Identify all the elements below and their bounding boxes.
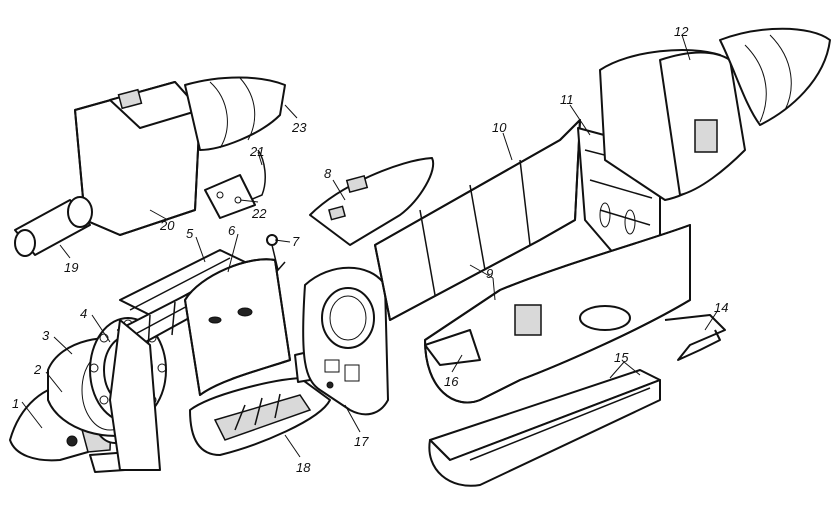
leader-lines <box>21 34 719 458</box>
callout-6: 6 <box>228 223 236 238</box>
callout-12: 12 <box>674 24 689 39</box>
tail-cone-part <box>719 27 831 126</box>
callout-20: 20 <box>159 218 175 233</box>
tail-section-part <box>599 49 746 201</box>
tail-skid-part <box>664 314 726 361</box>
center-fuselage-frame-part <box>374 119 581 321</box>
callout-2: 2 <box>33 362 42 377</box>
exhaust-part <box>249 149 266 201</box>
callout-8: 8 <box>324 166 332 181</box>
firewall-part <box>302 266 389 416</box>
callout-4: 4 <box>80 306 87 321</box>
callout-9: 9 <box>486 266 493 281</box>
lower-cowl-part <box>189 351 331 456</box>
callout-5: 5 <box>186 226 194 241</box>
filter-part <box>14 196 93 257</box>
top-panel-part <box>309 157 435 246</box>
callout-18: 18 <box>296 460 311 475</box>
callout-22: 22 <box>251 206 267 221</box>
ventral-skid-part <box>428 369 661 487</box>
callout-1: 1 <box>12 396 19 411</box>
callout-numbers: 1 2 3 4 5 6 7 8 9 10 11 12 14 15 16 17 1… <box>12 24 728 475</box>
side-cowl-panel-part <box>184 258 291 396</box>
callout-21: 21 <box>249 144 264 159</box>
callout-3: 3 <box>42 328 50 343</box>
callout-19: 19 <box>64 260 78 275</box>
callout-10: 10 <box>492 120 507 135</box>
callout-7: 7 <box>292 234 300 249</box>
callout-15: 15 <box>614 350 629 365</box>
callout-11: 11 <box>560 92 574 107</box>
lower-rear-fuselage-part <box>424 224 691 404</box>
plate-part <box>204 174 256 219</box>
callout-14: 14 <box>714 300 728 315</box>
engine-cowl-housing-part <box>74 81 201 236</box>
callout-16: 16 <box>444 374 459 389</box>
nose-cowl-part <box>184 76 286 151</box>
callout-17: 17 <box>354 434 369 449</box>
callout-23: 23 <box>291 120 307 135</box>
